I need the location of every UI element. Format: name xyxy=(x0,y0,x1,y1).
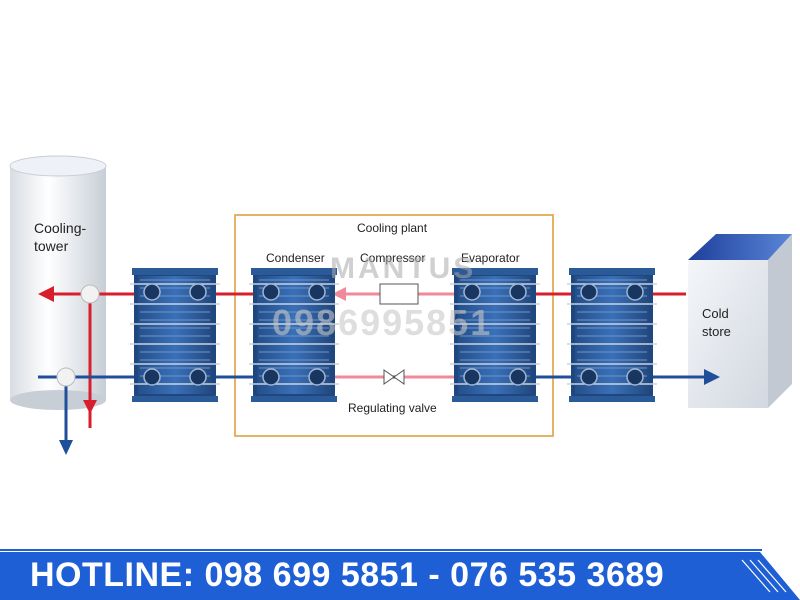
hot-arrow-left xyxy=(38,286,54,302)
cold-store-label-1: Cold xyxy=(702,306,729,321)
compressor-label: Compressor xyxy=(360,251,426,265)
hotline-text: HOTLINE: 098 699 5851 - 076 535 3689 xyxy=(30,556,665,594)
hot-arrow-down xyxy=(83,400,97,414)
condenser-heat-exchanger xyxy=(249,268,339,402)
compressor-icon xyxy=(379,283,419,305)
cooling-tower-label-2: tower xyxy=(34,238,69,254)
watermark-phone: 0986995851 xyxy=(272,302,493,343)
regulating-valve-label: Regulating valve xyxy=(348,401,437,415)
cold-store xyxy=(688,234,792,408)
plate-heat-exchangers xyxy=(130,268,657,402)
heat-exchanger-tower xyxy=(130,268,220,402)
heat-exchanger-store xyxy=(567,268,657,402)
cold-store-label-2: store xyxy=(702,324,731,339)
regulating-valve-icon xyxy=(383,369,405,385)
cooling-tower xyxy=(9,155,107,410)
cold-arrow-down xyxy=(59,440,73,455)
junction-bottom xyxy=(56,367,76,387)
banner-stripes xyxy=(741,559,787,593)
evaporator-label: Evaporator xyxy=(461,251,520,265)
condenser-label: Condenser xyxy=(266,251,325,265)
cooling-plant-frame xyxy=(234,214,554,437)
hotline-banner xyxy=(0,549,800,600)
cooling-plant-title: Cooling plant xyxy=(357,221,428,235)
refrigerant-arrow-left xyxy=(332,287,346,301)
cooling-tower-label-1: Cooling- xyxy=(34,220,87,236)
evaporator-heat-exchanger xyxy=(450,268,540,402)
watermark-brand: MANTUS xyxy=(330,252,477,285)
junction-top xyxy=(80,284,100,304)
cold-arrow-right xyxy=(704,369,720,385)
